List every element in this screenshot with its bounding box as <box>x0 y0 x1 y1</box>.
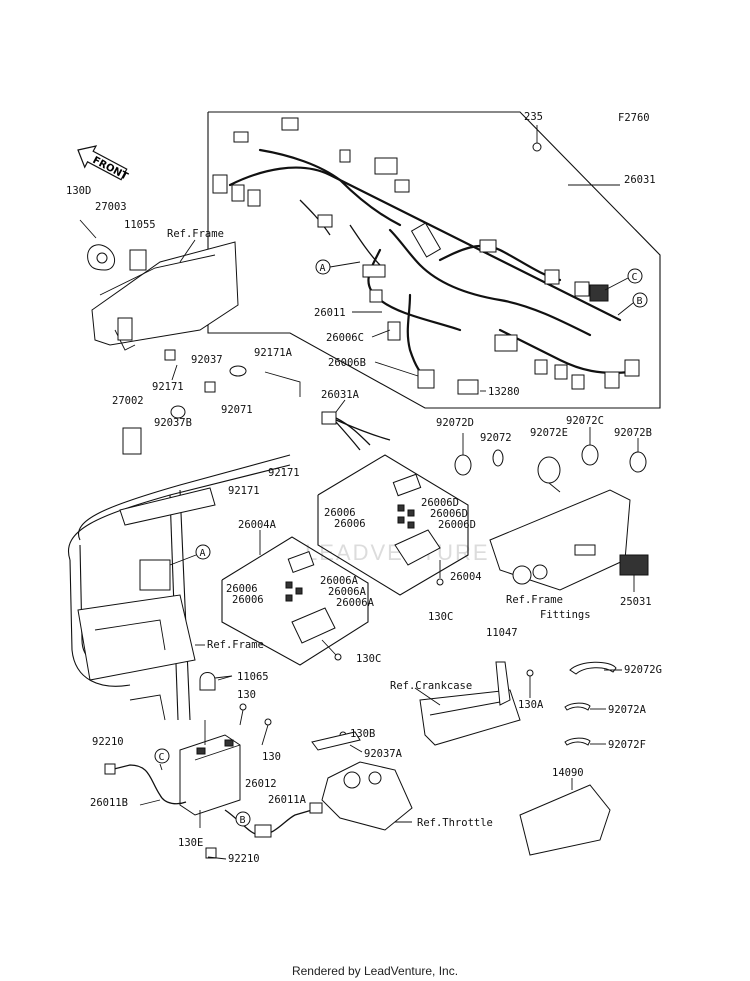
label-92072f: 92072F <box>608 739 646 751</box>
label-92210-2: 92210 <box>228 853 260 865</box>
label-92037a: 92037A <box>364 748 403 760</box>
label-11055: 11055 <box>124 219 156 231</box>
label-ref-frame-top: Ref.Frame <box>167 228 224 240</box>
label-130-1: 130 <box>237 689 256 701</box>
callout-c-top: C <box>604 268 643 291</box>
fuse-box-26004-group <box>317 454 469 596</box>
crankcase-group <box>419 661 617 856</box>
label-25031: 25031 <box>620 596 652 608</box>
label-26031a: 26031A <box>321 389 360 401</box>
label-26006d-2: 26006D <box>430 508 468 520</box>
label-130c-2: 130C <box>356 653 381 665</box>
label-92072b: 92072B <box>614 427 652 439</box>
label-130-2: 130 <box>262 751 281 763</box>
frame-group <box>68 427 291 721</box>
label-92037b: 92037B <box>154 417 192 429</box>
label-26006d-1: 26006D <box>421 497 459 509</box>
label-11065: 11065 <box>237 671 269 683</box>
callout-b-bottom: B <box>235 811 251 827</box>
label-92171-b: 92171 <box>268 467 300 479</box>
label-26004a: 26004A <box>238 519 277 531</box>
label-130a: 130A <box>518 699 544 711</box>
front-arrow-icon: FRONT <box>77 145 130 183</box>
main-harness-group <box>207 111 661 409</box>
label-92072c: 92072C <box>566 415 604 427</box>
callout-a-mid: A <box>169 544 211 566</box>
label-235: 235 <box>524 111 543 123</box>
label-92071: 92071 <box>221 404 253 416</box>
label-26012: 26012 <box>245 778 277 790</box>
leader-lines <box>159 669 622 860</box>
throttle-group <box>311 731 413 831</box>
label-26006a-2: 26006A <box>328 586 367 598</box>
label-26006c: 26006C <box>326 332 364 344</box>
label-130c-1: 130C <box>428 611 453 623</box>
clamps-group <box>454 427 647 493</box>
label-92072a: 92072A <box>608 704 647 716</box>
label-ref-crankcase: Ref.Crankcase <box>390 680 472 692</box>
label-26011a: 26011A <box>268 794 307 806</box>
label-ref-frame-fittings-1: Ref.Frame <box>506 594 563 606</box>
svg-text:B: B <box>240 815 246 826</box>
label-92210-1: 92210 <box>92 736 124 748</box>
label-26006a-1: 26006A <box>320 575 359 587</box>
label-92171-a: 92171 <box>152 381 184 393</box>
svg-text:A: A <box>320 263 326 274</box>
label-92072d: 92072D <box>436 417 474 429</box>
harness-26031a <box>321 399 391 451</box>
callout-a-top: A <box>315 259 361 275</box>
label-92037: 92037 <box>191 354 223 366</box>
label-92072e: 92072E <box>530 427 568 439</box>
label-130d: 130D <box>66 185 91 197</box>
label-ref-throttle: Ref.Throttle <box>417 817 493 829</box>
label-130e: 130E <box>178 837 203 849</box>
fuse-box-26004a-group <box>221 530 369 666</box>
label-27003: 27003 <box>95 201 127 213</box>
label-26031: 26031 <box>624 174 656 186</box>
battery-group <box>104 672 323 859</box>
callout-c-bottom: C <box>154 748 170 764</box>
label-26006-2: 26006 <box>334 518 366 530</box>
svg-text:A: A <box>200 548 206 559</box>
label-14090: 14090 <box>552 767 584 779</box>
svg-text:C: C <box>632 272 638 283</box>
label-130b: 130B <box>350 728 375 740</box>
label-26006d-3: 26006D <box>438 519 476 531</box>
label-13280: 13280 <box>488 386 520 398</box>
label-26006a-3: 26006A <box>336 597 375 609</box>
label-92072: 92072 <box>480 432 512 444</box>
svg-text:C: C <box>159 752 165 763</box>
label-26011: 26011 <box>314 307 346 319</box>
label-26006-4: 26006 <box>226 583 258 595</box>
label-92072g: 92072G <box>624 664 662 676</box>
label-26006-1: 26006 <box>324 507 356 519</box>
callout-b-top: B <box>617 292 648 316</box>
label-ref-frame-mid: Ref.Frame <box>207 639 264 651</box>
front-label: FRONT <box>91 155 130 183</box>
label-26011b: 26011B <box>90 797 128 809</box>
label-92171-c: 92171 <box>228 485 260 497</box>
frame-fittings-group <box>489 489 649 592</box>
svg-text:B: B <box>637 296 643 307</box>
figure-code: F2760 <box>618 112 650 124</box>
label-92171a: 92171A <box>254 347 293 359</box>
label-26004: 26004 <box>450 571 482 583</box>
clips-row <box>170 364 301 419</box>
label-26006-5: 26006 <box>232 594 264 606</box>
label-27002: 27002 <box>112 395 144 407</box>
label-11047: 11047 <box>486 627 518 639</box>
label-26006b: 26006B <box>328 357 366 369</box>
footer-credit: Rendered by LeadVenture, Inc. <box>291 964 459 978</box>
horn-frame-group <box>79 219 239 361</box>
label-ref-frame-fittings-2: Fittings <box>540 609 591 621</box>
